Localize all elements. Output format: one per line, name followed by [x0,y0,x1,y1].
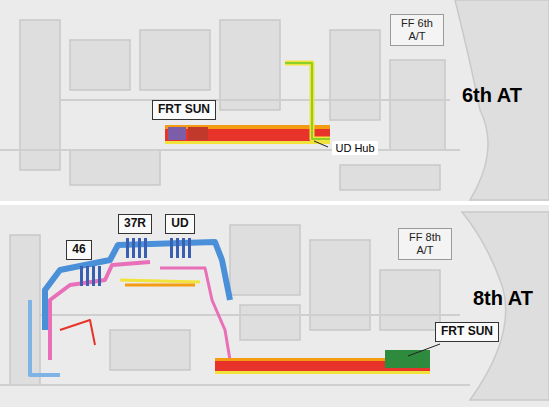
housing-section [340,165,440,190]
housing-section [110,330,190,370]
shaft-lines [0,100,470,385]
clutch-housings-8at [125,284,195,287]
clutch-housings-8at [30,242,230,375]
box-text: FRT SUN [158,103,210,117]
clutch-housings-8at [120,280,200,282]
box-text: FF 6th A/T [396,17,438,42]
box-text: 37R [124,217,146,231]
ud-hub-leader [314,141,328,147]
housing-section [455,0,549,200]
clutch-plates [138,238,141,258]
front-sun-8at [385,350,430,368]
front-sun-6at [165,125,330,144]
housing-section [310,240,370,330]
ud-hub-6at [285,63,330,139]
clutch-plates [182,238,185,258]
clutch-housings-8at [60,320,95,345]
housing-section [10,235,40,385]
box-text: UD [171,217,188,231]
panel-ground [0,0,549,201]
clutch-plates [170,238,173,258]
housing-section [10,0,549,400]
front-sun-6at [165,141,330,144]
shaft-lines [60,99,450,101]
part-label: UD Hub [332,141,377,155]
housing-section [70,150,160,185]
front-sun-6at [188,127,208,140]
panel-ground [0,205,549,407]
housing-section [380,270,440,330]
box-text: FRT SUN [441,325,493,339]
ud-hub-leader [314,141,328,147]
clutch-label-box: 46 [66,240,91,260]
clutch-housings-8at [50,262,150,360]
clutch-plates [92,266,95,286]
clutch-label-box: 37R [118,214,152,234]
title-label: 6th AT [462,84,522,107]
housing-section [140,30,210,90]
frt-sun-leader [408,344,440,356]
clutch-plates [144,238,147,258]
clutch-label-box: UD [165,214,194,234]
shaft-lines [0,384,470,386]
clutch-plates [126,238,129,258]
ud-hub-6at [285,63,330,139]
clutch-plates [176,238,179,258]
box-text: 46 [72,243,85,257]
clutch-plates [98,266,101,286]
clutch-housings-8at [30,300,60,375]
model-box: FF 6th A/T [390,14,444,45]
front-sun-6at [168,127,186,140]
front-sun-8at [215,350,430,374]
housing-section [70,40,130,90]
part-label-box: FRT SUN [435,322,499,342]
housing-section [220,20,280,110]
housing-section [240,305,300,340]
clutch-plates [188,238,191,258]
housing-section [390,60,445,150]
shaft-lines [40,314,460,316]
part-label-box: FRT SUN [152,100,216,120]
ud-hub-6at [285,63,330,139]
model-box: FF 8th A/T [398,228,452,259]
housing-section [20,20,60,170]
clutch-plates [80,238,191,286]
frt-sun-leader [408,344,440,356]
housing-section [230,225,300,295]
housing-section [330,30,380,120]
shaft-lines [0,149,460,151]
title-label: 8th AT [473,287,533,310]
housing-section [462,212,549,400]
box-text: FF 8th A/T [404,231,446,256]
clutch-plates [132,238,135,258]
front-sun-8at [215,371,430,374]
clutch-plates [80,266,83,286]
clutch-plates [86,266,89,286]
